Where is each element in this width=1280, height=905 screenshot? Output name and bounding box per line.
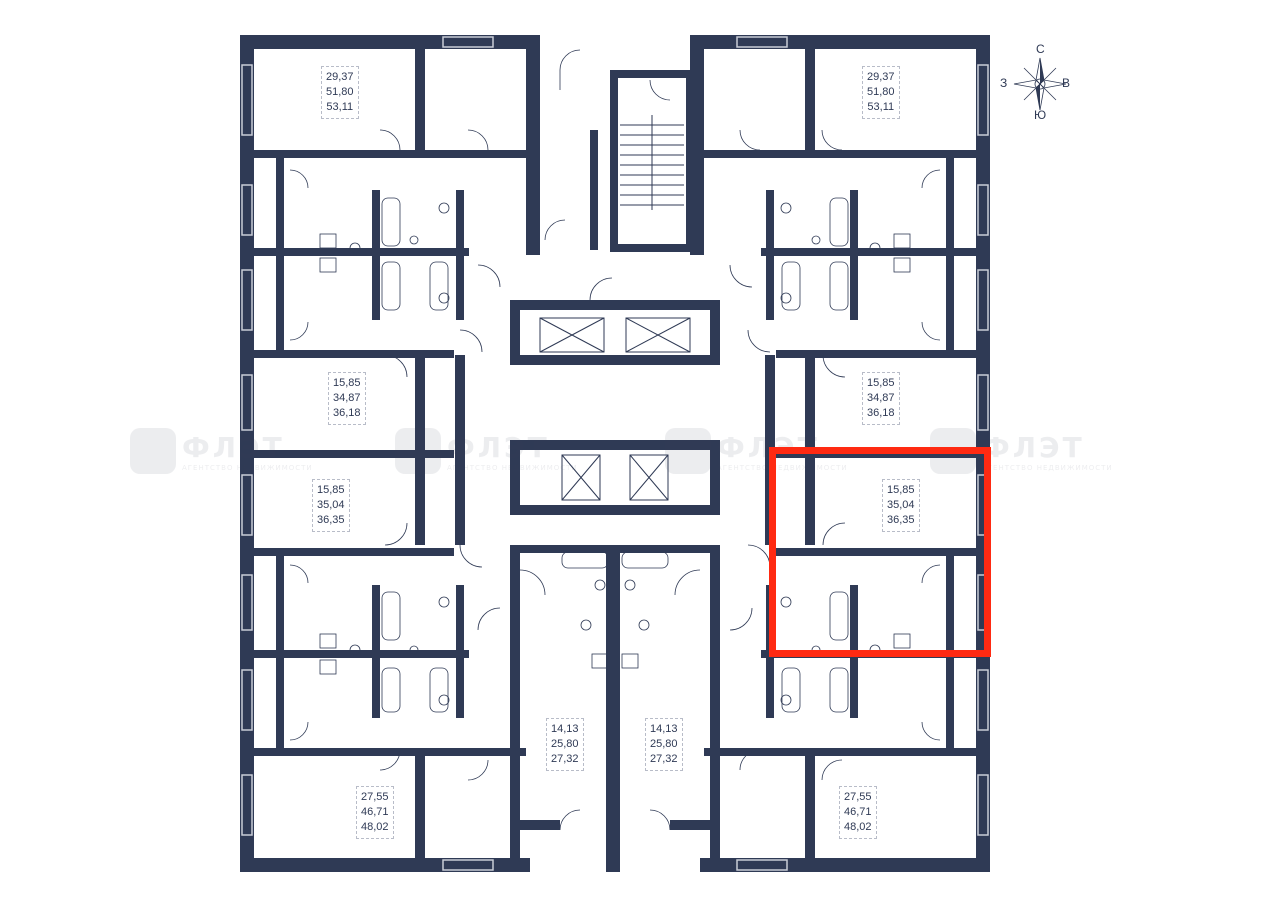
living-area: 15,85 (867, 377, 895, 389)
total-area: 25,80 (551, 738, 579, 750)
apartment-s-studio-l[interactable]: 14,13 25,80 27,32 (546, 718, 584, 771)
total-area-with-balcony: 36,18 (333, 407, 361, 419)
total-area-with-balcony: 27,32 (650, 753, 678, 765)
compass-star-icon (1013, 57, 1067, 111)
compass-west: З (1000, 76, 1008, 90)
fixtures (349, 197, 881, 713)
total-area-with-balcony: 27,32 (551, 753, 579, 765)
apartment-e-1room-a[interactable]: 15,85 34,87 36,18 (862, 372, 900, 425)
apartment-se-2room[interactable]: 27,55 46,71 48,02 (839, 786, 877, 839)
total-area: 46,71 (361, 806, 389, 818)
staircase (620, 115, 684, 210)
living-area: 15,85 (333, 377, 361, 389)
living-area: 29,37 (867, 71, 895, 83)
living-area: 15,85 (317, 484, 345, 496)
total-area: 25,80 (650, 738, 678, 750)
living-area: 27,55 (361, 791, 389, 803)
living-area: 27,55 (844, 791, 872, 803)
walls (240, 35, 990, 872)
total-area-with-balcony: 48,02 (361, 821, 389, 833)
total-area-with-balcony: 36,35 (317, 514, 345, 526)
total-area: 51,80 (326, 86, 354, 98)
living-area: 15,85 (887, 484, 915, 496)
compass-rose: С З В Ю (1000, 42, 1080, 124)
apartment-ne-2room[interactable]: 29,37 51,80 53,11 (862, 66, 900, 119)
apartment-w-1room-b[interactable]: 15,85 35,04 36,35 (312, 479, 350, 532)
apartment-sw-2room[interactable]: 27,55 46,71 48,02 (356, 786, 394, 839)
total-area: 34,87 (333, 392, 361, 404)
total-area: 46,71 (844, 806, 872, 818)
total-area-with-balcony: 36,18 (867, 407, 895, 419)
total-area-with-balcony: 53,11 (326, 101, 354, 113)
total-area: 35,04 (317, 499, 345, 511)
lift (539, 317, 605, 353)
apartment-s-studio-r[interactable]: 14,13 25,80 27,32 (645, 718, 683, 771)
compass-south: Ю (1034, 108, 1047, 122)
total-area-with-balcony: 53,11 (867, 101, 895, 113)
stoves (319, 233, 911, 675)
lift (625, 317, 691, 353)
windows (241, 36, 989, 871)
apartment-e-1room-b[interactable]: 15,85 35,04 36,35 (882, 479, 920, 532)
total-area: 34,87 (867, 392, 895, 404)
compass-east: В (1062, 76, 1071, 90)
doors (289, 49, 941, 831)
living-area: 14,13 (551, 723, 579, 735)
total-area-with-balcony: 36,35 (887, 514, 915, 526)
living-area: 29,37 (326, 71, 354, 83)
lift (629, 454, 669, 501)
total-area: 51,80 (867, 86, 895, 98)
apartment-nw-2room[interactable]: 29,37 51,80 53,11 (321, 66, 359, 119)
lift (561, 454, 601, 501)
total-area: 35,04 (887, 499, 915, 511)
stair-and-lifts (539, 115, 691, 501)
total-area-with-balcony: 48,02 (844, 821, 872, 833)
apartment-w-1room-a[interactable]: 15,85 34,87 36,18 (328, 372, 366, 425)
compass-north: С (1036, 42, 1045, 56)
selected-apartment-highlight (769, 447, 991, 657)
living-area: 14,13 (650, 723, 678, 735)
